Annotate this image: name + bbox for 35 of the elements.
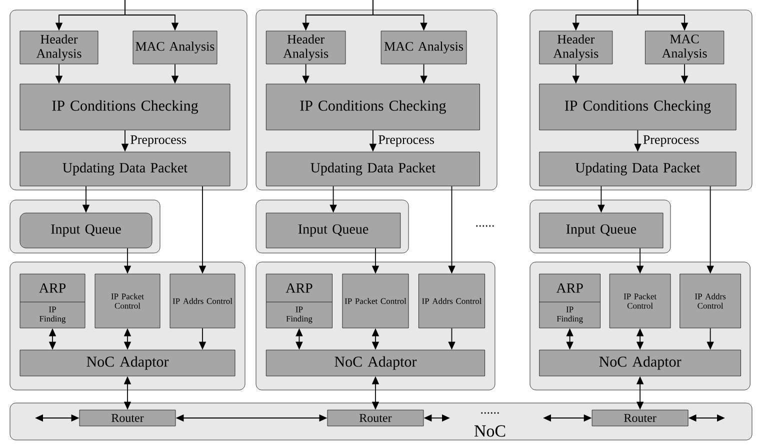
arp-box: ARP IP Finding [20,274,86,328]
process-box: MAC Analysis [645,30,724,64]
process-box: NoC Adaptor [20,350,236,376]
router-box: Router [79,410,176,426]
edge-label: Preprocess [129,134,188,148]
process-box: IP Addrs Control [170,274,236,328]
ellipsis: ...... [476,225,494,227]
process-box: IP Conditions Checking [539,84,736,130]
process-box: IP Packet Control [94,274,160,328]
ellipsis: ...... [481,412,499,414]
router-box: Router [592,410,688,426]
process-box: Input Queue [266,212,401,248]
process-box: Input Queue [20,212,152,248]
process-box: MAC Analysis [380,30,467,64]
process-box: Header Analysis [266,30,346,64]
process-box: NoC Adaptor [539,350,741,376]
edge-label: Preprocess [377,134,436,148]
arp-box: ARP IP Finding [266,274,332,328]
process-box: IP Conditions Checking [266,84,480,130]
process-box: MAC Analysis [132,30,218,64]
arp-box: ARP IP Finding [539,274,600,328]
process-box: IP Addrs Control [680,274,741,328]
process-box: IP Packet Control [342,274,409,328]
process-box: Input Queue [539,212,664,248]
process-box: Header Analysis [20,30,98,64]
process-box: Header Analysis [539,30,613,64]
process-box: Updating Data Packet [539,152,736,186]
process-box: IP Addrs Control [418,274,485,328]
process-box: Updating Data Packet [20,152,230,186]
process-box: IP Packet Control [609,274,671,328]
process-box: NoC Adaptor [266,350,485,376]
process-box: IP Conditions Checking [20,84,230,130]
process-box: Updating Data Packet [266,152,480,186]
edge-label: Preprocess [642,134,700,148]
router-box: Router [327,410,424,426]
